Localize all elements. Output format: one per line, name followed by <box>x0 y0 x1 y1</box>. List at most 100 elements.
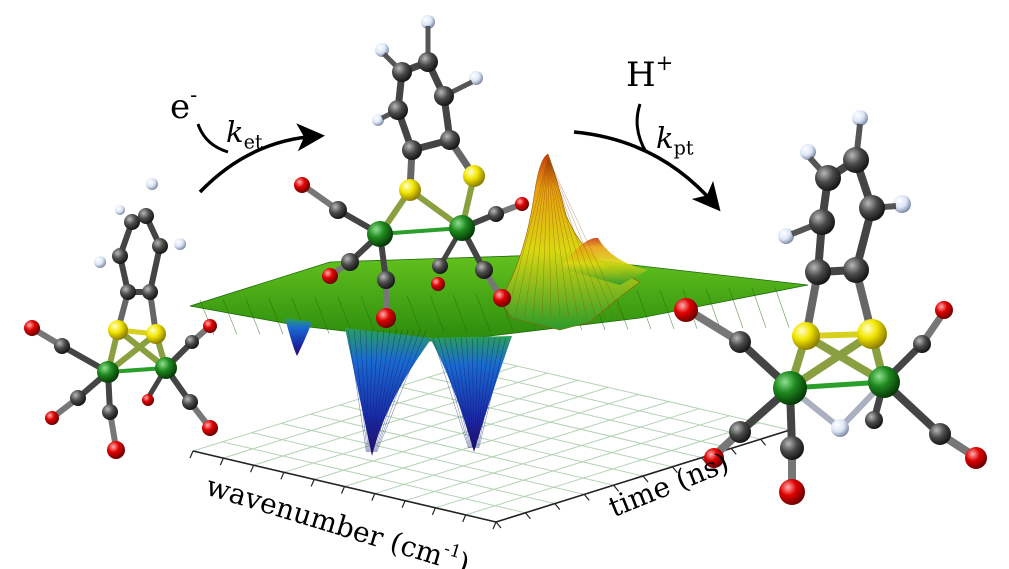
axis-tick <box>613 484 620 492</box>
oxygen-atom <box>704 448 724 468</box>
carbon-atom <box>418 52 438 72</box>
mesh-line <box>474 337 479 449</box>
axis-tick <box>219 457 224 466</box>
oxygen-atom <box>515 197 529 211</box>
carbon-atom <box>843 257 869 283</box>
sulfur-atom <box>146 324 166 344</box>
axis-tick <box>642 475 649 483</box>
mesh-line <box>374 329 409 453</box>
carbon-atom <box>929 423 951 445</box>
oxygen-atom <box>24 320 40 336</box>
mesh-line <box>268 298 284 335</box>
mesh-line <box>449 337 472 449</box>
bonds <box>684 156 978 494</box>
axis-tick <box>431 507 436 516</box>
mesh-line <box>541 157 549 319</box>
axis-tick <box>671 466 678 474</box>
rate-constant-subscript: et <box>243 130 263 154</box>
carbon-atom <box>142 284 158 300</box>
mesh-line <box>751 287 767 328</box>
sulfur-atom <box>792 322 820 350</box>
oxygen-atom <box>294 177 310 193</box>
grid-line <box>486 358 791 431</box>
molecule-reactant <box>24 178 218 459</box>
grid-line <box>369 395 673 468</box>
iron-atom <box>868 366 900 398</box>
grid-line <box>457 367 761 440</box>
carbon-atom <box>729 421 751 443</box>
grid-line <box>404 408 700 502</box>
carbon-atom <box>488 206 504 222</box>
proton-charge: + <box>655 50 674 76</box>
axis-tick <box>189 450 194 459</box>
oxygen-atom <box>431 277 445 291</box>
mesh-line <box>432 337 469 449</box>
mesh-line <box>514 157 549 319</box>
mesh-line <box>476 337 490 449</box>
oxygen-atom <box>142 394 154 406</box>
axis-tick <box>401 500 406 508</box>
mesh-line <box>523 157 549 319</box>
mesh-line <box>374 329 415 453</box>
mesh-line <box>547 157 588 319</box>
hydrogen-atom <box>469 71 483 85</box>
axis-tick <box>730 448 737 455</box>
carbon-atom <box>434 86 454 106</box>
mesh-line <box>455 337 472 449</box>
rate-constant-subscript: pt <box>673 136 694 160</box>
iron-atom <box>367 221 393 247</box>
carbon-atom <box>809 209 835 235</box>
carbon-atom <box>329 201 347 219</box>
axis-ticks <box>189 429 796 530</box>
electron-input-curve <box>196 123 229 154</box>
oxygen-atom <box>45 411 59 425</box>
sulfur-atom <box>108 320 128 340</box>
carbon-atom <box>402 140 422 160</box>
rate-constant-symbol: k <box>656 121 674 155</box>
electron-charge: - <box>190 82 198 108</box>
carbon-atom <box>475 261 493 279</box>
mesh-line <box>337 296 353 334</box>
mesh-line <box>314 297 330 334</box>
electron-transfer-arrow <box>198 123 325 194</box>
axis-tick <box>583 494 590 501</box>
mesh-line <box>406 295 422 333</box>
mesh-line <box>547 157 615 319</box>
floor-grid <box>192 358 791 523</box>
hydrogen-atom <box>421 15 435 29</box>
carbon-atom <box>377 271 395 289</box>
molecule-product <box>674 110 987 505</box>
carbon-atom <box>392 62 412 82</box>
mesh-line <box>476 337 495 449</box>
hydrogen-atom <box>115 205 125 215</box>
carbon-atom <box>843 147 869 173</box>
mesh-line <box>429 294 445 333</box>
spectrum-3d-plot <box>189 153 809 530</box>
mesh-line <box>245 298 261 335</box>
grid-line <box>374 401 669 495</box>
mesh-line <box>353 329 368 453</box>
carbon-atom <box>432 258 448 274</box>
oxygen-atom <box>965 447 987 469</box>
axis-tick <box>524 512 531 520</box>
mesh-line <box>359 329 369 453</box>
mesh-line <box>471 337 475 449</box>
mesh-line <box>547 157 597 319</box>
mesh-line <box>547 157 606 319</box>
sulfur-atom <box>463 165 485 187</box>
mesh-line <box>438 337 470 449</box>
proton-input-curve <box>635 103 648 153</box>
electron-symbol: e <box>170 87 191 127</box>
sulfur-atom <box>857 319 887 349</box>
carbon-atom <box>70 390 86 406</box>
axis-tick <box>340 486 346 494</box>
mesh-line <box>452 294 468 332</box>
surface-dip-small <box>285 318 312 356</box>
hydrogen-atom <box>852 110 868 126</box>
oxygen-atom <box>779 479 805 505</box>
carbon-atom <box>124 214 140 230</box>
carbon-atom <box>182 394 198 410</box>
mesh-line <box>373 329 403 453</box>
carbon-atom <box>859 195 885 221</box>
